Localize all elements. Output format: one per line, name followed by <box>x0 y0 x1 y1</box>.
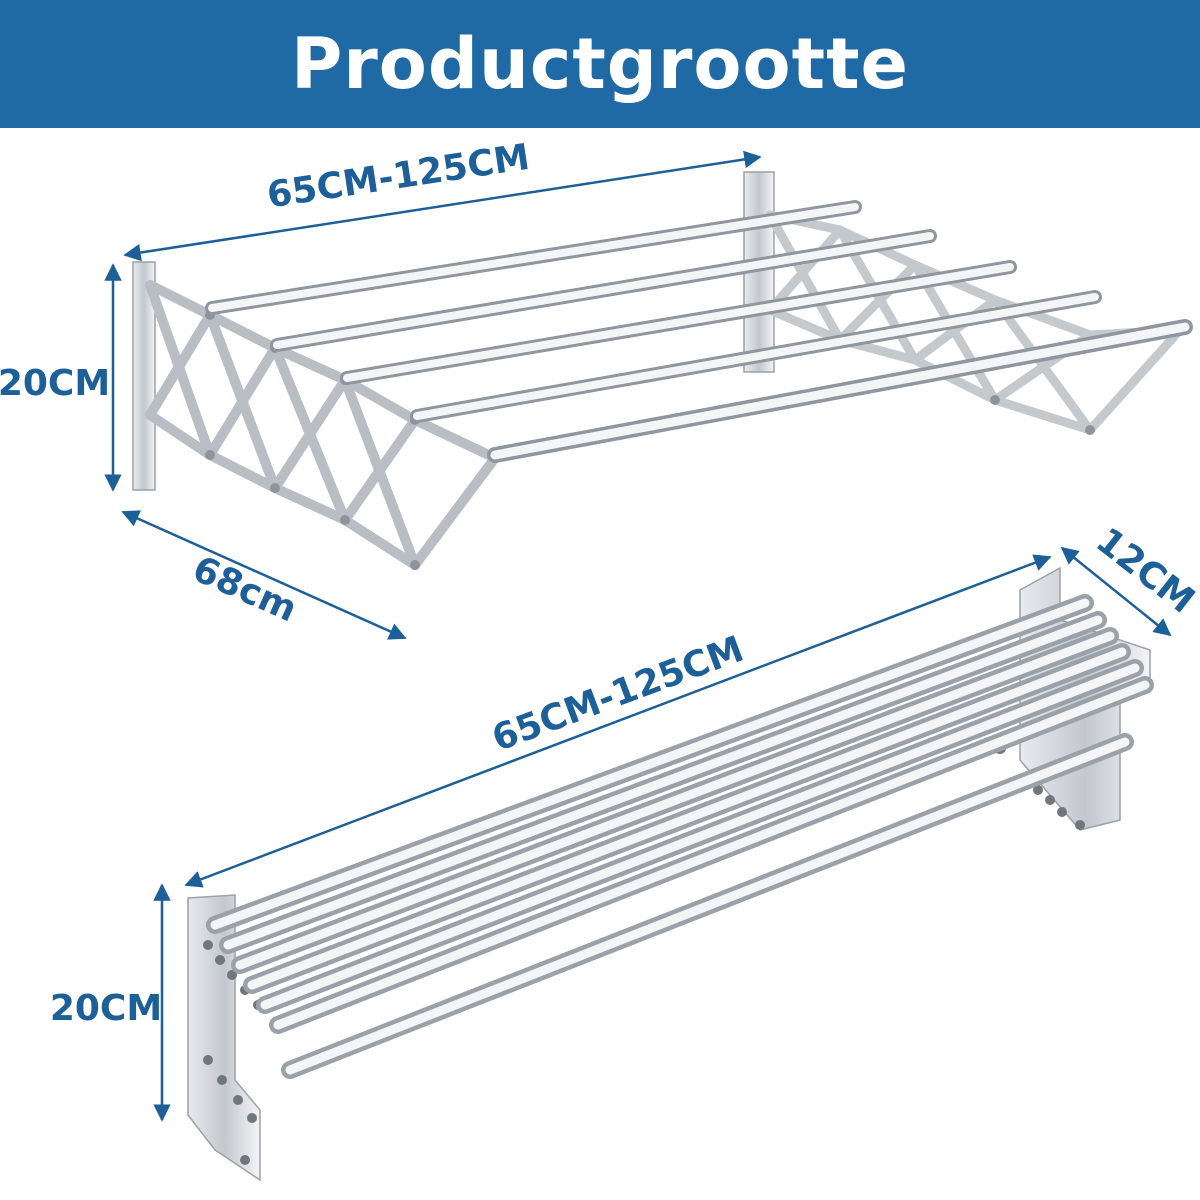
extended-rods <box>205 200 1193 463</box>
left-wall-plate <box>132 261 156 491</box>
bottom-height-label: 20CM <box>50 988 162 1029</box>
top-length-label: 65CM-125CM <box>264 137 532 217</box>
top-depth-label: 68cm <box>187 549 303 631</box>
left-bracket-screws <box>203 940 263 1165</box>
bottom-depth-arrow <box>1060 546 1172 637</box>
page-title: Productgrootte <box>290 23 910 105</box>
header-banner: Productgrootte <box>0 0 1200 128</box>
top-length-arrow <box>123 150 762 262</box>
bottom-depth-label: 12CM <box>1088 520 1200 621</box>
bottom-length-arrow <box>184 554 1052 888</box>
folded-rack: 12CM 65CM-125CM 20CM <box>50 520 1200 1182</box>
extended-rack: 65CM-125CM 20CM 68cm <box>0 137 1193 640</box>
top-height-label: 20CM <box>0 363 110 404</box>
product-diagram: 65CM-125CM 20CM 68cm 12CM 6 <box>0 137 1200 1182</box>
left-scissor-arms <box>145 280 500 570</box>
